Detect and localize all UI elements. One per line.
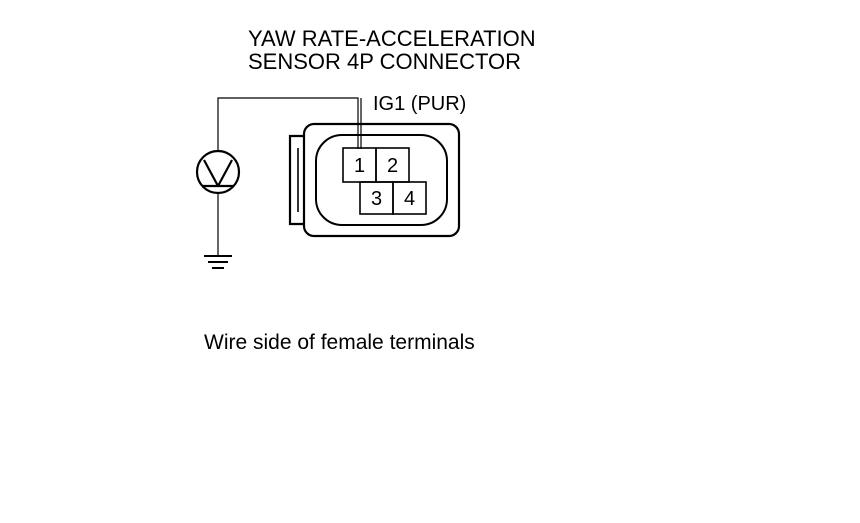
pin-label-3: 3: [371, 188, 382, 210]
pin-label-1: 1: [354, 155, 365, 177]
terminal-grid: 1 2 3 4: [342, 147, 427, 215]
ground-icon: [204, 255, 232, 269]
pin-label-4: 4: [404, 188, 415, 210]
voltmeter-icon: [195, 149, 241, 195]
pin-label-2: 2: [387, 155, 398, 177]
caption: Wire side of female terminals: [204, 331, 475, 354]
title-line-1: YAW RATE-ACCELERATION: [248, 26, 536, 51]
title-line-2: SENSOR 4P CONNECTOR: [248, 49, 521, 74]
wire-label: IG1 (PUR): [373, 93, 466, 115]
terminal-cavity-4: [392, 181, 427, 215]
connector-housing: [288, 122, 461, 238]
